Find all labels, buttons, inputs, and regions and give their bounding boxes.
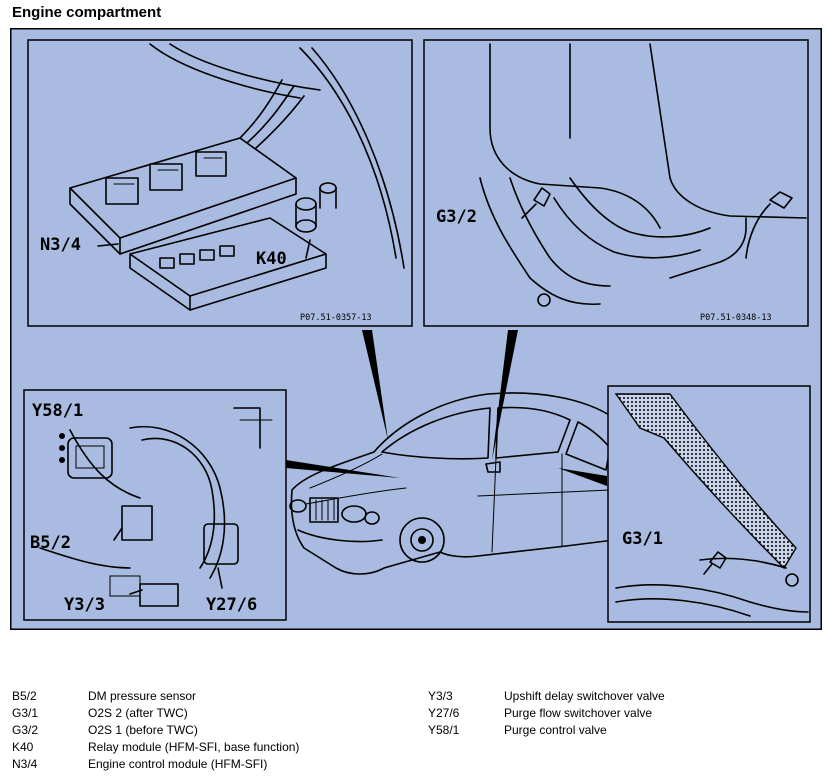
legend-item: N3/4 Engine control module (HFM-SFI) [12, 756, 299, 773]
legend-code: Y3/3 [428, 689, 453, 703]
legend-desc: O2S 2 (after TWC) [88, 706, 188, 720]
callout-y3-3: Y3/3 [64, 595, 105, 615]
legend-desc: Relay module (HFM-SFI, base function) [88, 740, 300, 754]
legend-code: B5/2 [12, 689, 37, 703]
legend-desc: Upshift delay switchover valve [504, 689, 665, 703]
legend-item: K40 Relay module (HFM-SFI, base function) [12, 739, 299, 756]
legend-desc: DM pressure sensor [88, 689, 197, 703]
callout-n3-4: N3/4 [40, 235, 81, 255]
panel-o2s-2: G3/1 [607, 385, 811, 623]
legend-right: Y3/3 Upshift delay switchover valve Y27/6… [428, 688, 665, 739]
callout-k40: K40 [256, 249, 287, 269]
pointer-wedges [286, 330, 607, 486]
legend-left: B5/2 DM pressure sensor G3/1 O2S 2 (after … [12, 688, 299, 773]
legend-desc: Purge control valve [504, 723, 607, 737]
engine-compartment-diagram: N3/4 K40 P07.51-0357-13 G3/2 P07.51-0348… [10, 28, 822, 630]
legend-code: K40 [12, 740, 34, 754]
legend-code: G3/1 [12, 706, 39, 720]
callout-g3-2: G3/2 [436, 207, 477, 227]
legend-desc: Purge flow switchover valve [504, 706, 653, 720]
panel-ecm-relay: N3/4 K40 P07.51-0357-13 [27, 39, 413, 327]
panel-ref-top-right: P07.51-0348-13 [700, 313, 772, 323]
legend-item: Y58/1 Purge control valve [428, 722, 665, 739]
legend-desc: Engine control module (HFM-SFI) [88, 757, 268, 771]
legend-item: G3/1 O2S 2 (after TWC) [12, 705, 299, 722]
callout-g3-1: G3/1 [622, 529, 663, 549]
legend-code: N3/4 [12, 757, 38, 771]
page-title: Engine compartment [12, 4, 162, 21]
legend-item: Y3/3 Upshift delay switchover valve [428, 688, 665, 705]
legend-code: Y58/1 [428, 723, 460, 737]
legend-item: B5/2 DM pressure sensor [12, 688, 299, 705]
callout-b5-2: B5/2 [30, 533, 71, 553]
callout-y27-6: Y27/6 [206, 595, 257, 615]
panel-ref-top-left: P07.51-0357-13 [300, 313, 372, 323]
panel-valves: Y58/1 B5/2 Y3/3 Y27/6 [23, 389, 287, 621]
car-illustration [289, 392, 615, 575]
panel-o2s-1: G3/2 P07.51-0348-13 [423, 39, 809, 327]
legend-code: G3/2 [12, 723, 39, 737]
legend-desc: O2S 1 (before TWC) [88, 723, 198, 737]
legend-code: Y27/6 [428, 706, 460, 720]
callout-y58-1: Y58/1 [32, 401, 83, 421]
legend-item: Y27/6 Purge flow switchover valve [428, 705, 665, 722]
legend-item: G3/2 O2S 1 (before TWC) [12, 722, 299, 739]
